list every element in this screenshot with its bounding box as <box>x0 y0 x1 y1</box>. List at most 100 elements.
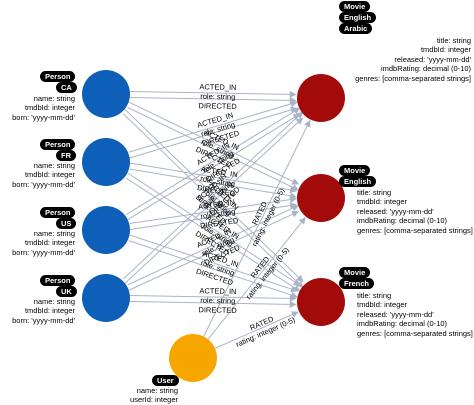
edge-person-0-movie-1-1 <box>127 107 300 191</box>
property-title: title: string <box>357 188 392 197</box>
edge-person-3-movie-2-1 <box>129 300 297 308</box>
property-born: born: 'yyyy-mm-dd' <box>12 315 75 325</box>
movie-3-node[interactable] <box>297 278 345 326</box>
person-uk-node[interactable] <box>82 274 130 322</box>
property-released: released: 'yyyy-mm-dd' <box>357 309 434 319</box>
edge-person-2-movie-0-0 <box>126 107 301 215</box>
person-fr-node[interactable] <box>82 138 130 186</box>
edge-person-2-movie-1-0 <box>129 196 297 224</box>
user-properties: name: string userId: integer <box>130 386 178 405</box>
edge-person-3-movie-1-0 <box>127 205 299 286</box>
property-released: released: 'yyyy-mm-dd' <box>357 206 434 216</box>
edge-person-2-movie-2-1 <box>128 240 298 299</box>
edge-person-3-movie-2-0 <box>129 294 297 302</box>
property-born: born: 'yyyy-mm-dd' <box>12 112 75 122</box>
edge-label-line: role: string <box>200 92 235 102</box>
property-tmdbid: tmdbId: integer <box>420 45 471 55</box>
edge-person-1-movie-1-1 <box>129 168 298 200</box>
person-ca-label-country: CA <box>56 82 77 93</box>
property-title: title: string <box>436 36 471 45</box>
property-name: name: string <box>136 386 178 395</box>
edge-user-movie-1 <box>207 216 306 340</box>
edge-label-line: role: string <box>200 296 235 306</box>
edge-person-2-movie-0-1 <box>126 113 301 221</box>
property-userid: userId: integer <box>130 395 178 405</box>
movie-2-label-movie: Movie <box>339 165 371 176</box>
movie-2-properties: title: string tmdbId: integer released: … <box>357 188 473 235</box>
person-ca-label-person: Person <box>40 71 76 82</box>
property-born: born: 'yyyy-mm-dd' <box>12 247 75 257</box>
edge-user-movie-0 <box>203 119 311 337</box>
property-genres: genres: [comma-separated strings] <box>355 73 471 83</box>
property-imdbrating: imdbRating: decimal (0-10) <box>357 216 448 226</box>
movie-1-node[interactable] <box>297 74 345 122</box>
edge-person-2-movie-1-1 <box>129 202 297 230</box>
person-uk-properties: name: string tmdbId: integer born: 'yyyy… <box>12 297 75 325</box>
property-name: name: string <box>33 161 75 170</box>
property-name: name: string <box>33 94 75 103</box>
edge-person-2-movie-2-0 <box>128 234 298 293</box>
person-ca-node[interactable] <box>82 70 130 118</box>
person-fr-label-person: Person <box>40 139 76 150</box>
movie-1-properties: title: string tmdbId: integer released: … <box>355 36 471 83</box>
person-us-node[interactable] <box>82 206 130 254</box>
person-fr-properties: name: string tmdbId: integer born: 'yyyy… <box>12 161 75 189</box>
movie-3-label-french: French <box>339 278 375 289</box>
edge-label-line: ACTED_IN <box>199 82 236 92</box>
person-us-label-person: Person <box>40 207 76 218</box>
property-released: released: 'yyyy-mm-dd' <box>394 54 471 64</box>
edge-person-3-movie-1-1 <box>127 211 299 292</box>
edge-label-line: DIRECTED <box>198 101 237 111</box>
user-label: User <box>152 375 179 386</box>
movie-2-node[interactable] <box>297 174 345 222</box>
edge-label-line: DIRECTED <box>198 305 237 315</box>
edge-person-3-movie-0-1 <box>123 117 304 286</box>
property-tmdbid: tmdbId: integer <box>357 197 408 207</box>
property-tmdbid: tmdbId: integer <box>357 300 408 310</box>
property-tmdbid: tmdbId: integer <box>24 306 75 316</box>
relationship-edges <box>122 90 311 349</box>
property-tmdbid: tmdbId: integer <box>24 238 75 248</box>
movie-2-label-english: English <box>339 176 377 187</box>
property-tmdbid: tmdbId: integer <box>24 103 75 113</box>
edge-person-0-movie-0-1 <box>129 96 297 104</box>
property-genres: genres: [comma-separated strings] <box>357 328 473 338</box>
person-uk-label-person: Person <box>40 275 76 286</box>
property-tmdbid: tmdbId: integer <box>24 170 75 180</box>
edge-label-line: ACTED_IN <box>199 286 236 296</box>
person-us-properties: name: string tmdbId: integer born: 'yyyy… <box>12 229 75 257</box>
person-uk-label-country: UK <box>56 286 77 297</box>
edge-person-1-movie-2-0 <box>125 171 301 286</box>
property-title: title: string <box>357 291 392 300</box>
movie-3-properties: title: string tmdbId: integer released: … <box>357 291 473 338</box>
edge-person-1-movie-1-0 <box>129 162 298 194</box>
property-imdbrating: imdbRating: decimal (0-10) <box>357 319 448 329</box>
edge-person-0-movie-0-0 <box>129 90 297 98</box>
property-name: name: string <box>33 297 75 306</box>
property-genres: genres: [comma-separated strings] <box>357 225 473 235</box>
edge-person-3-movie-0-0 <box>123 111 304 280</box>
user-node[interactable] <box>169 334 217 382</box>
movie-3-label-movie: Movie <box>339 267 371 278</box>
person-us-label-country: US <box>56 218 77 229</box>
edge-person-1-movie-0-1 <box>128 106 298 159</box>
nodes <box>82 70 345 382</box>
movie-1-label-english: English <box>339 12 377 23</box>
edge-person-0-movie-1-0 <box>127 101 300 185</box>
movie-1-label-arabic: Arabic <box>339 23 373 34</box>
property-name: name: string <box>33 229 75 238</box>
movie-1-label-movie: Movie <box>339 1 371 12</box>
person-ca-properties: name: string tmdbId: integer born: 'yyyy… <box>12 94 75 122</box>
person-fr-label-country: FR <box>56 150 76 161</box>
property-born: born: 'yyyy-mm-dd' <box>12 179 75 189</box>
edge-person-1-movie-0-0 <box>128 100 298 153</box>
property-imdbrating: imdbRating: decimal (0-10) <box>380 64 471 74</box>
edge-user-movie-2 <box>214 311 299 349</box>
